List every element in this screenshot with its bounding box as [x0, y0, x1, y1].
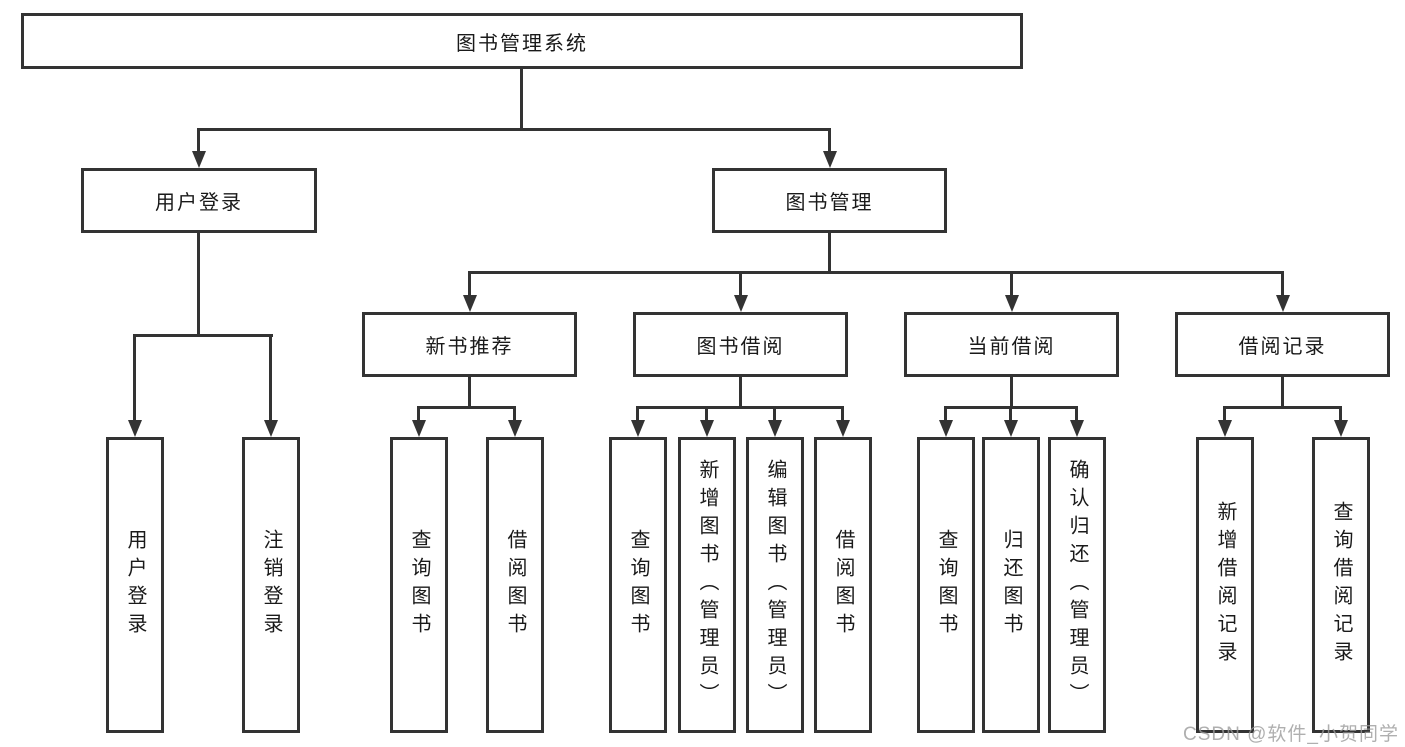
node-book-borrow: 图书借阅 [633, 312, 848, 377]
connector-book-borrow-stem [739, 377, 742, 409]
connector-borrow-records-stem [1281, 377, 1284, 409]
leaf-nb-borrow-books: 借阅图书 [486, 437, 544, 733]
leaf-bb-add-books-admin: 新增图书（管理员） [678, 437, 736, 733]
node-current-borrow: 当前借阅 [904, 312, 1119, 377]
connector-root-bus [197, 128, 831, 131]
arrow-down-icon-to-current-borrow [1010, 271, 1013, 295]
connector-new-book-stem [468, 377, 471, 409]
arrow-down-icon-to-book-borrow [739, 271, 742, 295]
leaf-user-login: 用户登录 [106, 437, 164, 733]
leaf-cb-return-books: 归还图书 [982, 437, 1040, 733]
node-book-management: 图书管理 [712, 168, 947, 233]
connector-user-login-stem [197, 233, 200, 337]
leaf-bb-query-books: 查询图书 [609, 437, 667, 733]
csdn-watermark: CSDN @软件_小贺同学 [1183, 724, 1399, 745]
arrow-down-icon-nb-query [417, 406, 420, 420]
leaf-bb-borrow-books: 借阅图书 [814, 437, 872, 733]
leaf-br-add-record: 新增借阅记录 [1196, 437, 1254, 733]
connector-current-borrow-stem [1010, 377, 1013, 409]
arrow-down-icon-to-leaf-user-login [133, 334, 136, 420]
node-library-system-root: 图书管理系统 [21, 13, 1023, 69]
arrow-down-icon-to-book-management [828, 128, 831, 151]
connector-root-stem [520, 69, 523, 131]
arrow-down-icon-nb-borrow [513, 406, 516, 420]
leaf-logout: 注销登录 [242, 437, 300, 733]
leaf-nb-query-books: 查询图书 [390, 437, 448, 733]
arrow-down-icon-cb-query [944, 406, 947, 420]
leaf-cb-confirm-return-admin: 确认归还（管理员） [1048, 437, 1106, 733]
arrow-down-icon-cb-return [1009, 406, 1012, 420]
arrow-down-icon-to-leaf-logout [269, 334, 272, 420]
arrow-down-icon-to-new-book [468, 271, 471, 295]
arrow-down-icon-bb-edit [773, 406, 776, 420]
arrow-down-icon-br-add [1223, 406, 1226, 420]
arrow-down-icon-br-query [1339, 406, 1342, 420]
connector-new-book-bus [417, 406, 516, 409]
leaf-bb-edit-books-admin: 编辑图书（管理员） [746, 437, 804, 733]
arrow-down-icon-cb-confirm [1075, 406, 1078, 420]
leaf-br-query-record: 查询借阅记录 [1312, 437, 1370, 733]
arrow-down-icon-to-borrow-records [1281, 271, 1284, 295]
node-new-book-recommend: 新书推荐 [362, 312, 577, 377]
connector-book-borrow-bus [636, 406, 844, 409]
arrow-down-icon-bb-add [705, 406, 708, 420]
arrow-down-icon-to-user-login [197, 128, 200, 151]
arrow-down-icon-bb-borrow [841, 406, 844, 420]
node-user-login: 用户登录 [81, 168, 317, 233]
connector-book-mgmt-bus [468, 271, 1284, 274]
node-borrow-records: 借阅记录 [1175, 312, 1390, 377]
connector-borrow-records-bus [1223, 406, 1342, 409]
leaf-cb-query-books: 查询图书 [917, 437, 975, 733]
connector-user-login-bus [133, 334, 273, 337]
connector-book-mgmt-stem [828, 233, 831, 274]
arrow-down-icon-bb-query [636, 406, 639, 420]
